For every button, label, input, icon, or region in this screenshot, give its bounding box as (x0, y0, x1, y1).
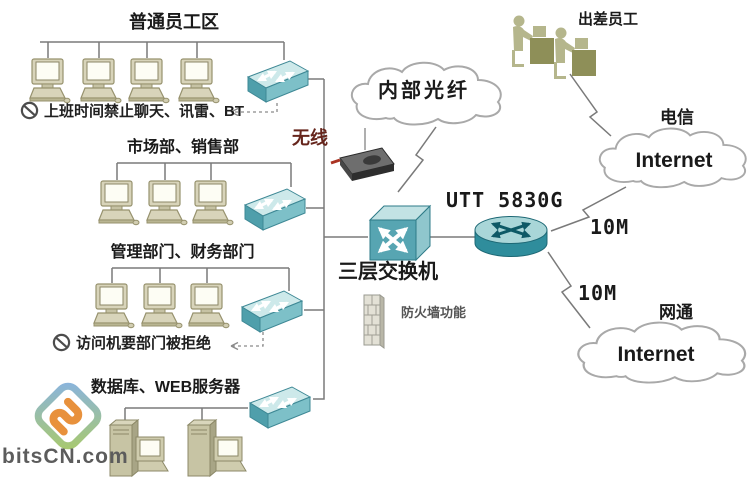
lightning-link (569, 73, 612, 137)
computer-icon (98, 180, 140, 226)
computer-icon (178, 58, 220, 104)
l3-switch-icon (368, 204, 432, 262)
group-title-ordinary-staff: 普通员工区 (129, 12, 219, 32)
telecom-bandwidth-label: 10M (590, 215, 630, 239)
bus-line (40, 41, 285, 60)
group-title-mgmt-finance: 管理部门、财务部门 (110, 244, 255, 261)
lan-wiring (40, 41, 475, 420)
computer-icon (128, 58, 170, 104)
computer-icon (192, 180, 234, 226)
router-icon (474, 216, 548, 257)
bus-line (116, 162, 292, 187)
lightning-link (550, 186, 627, 232)
switch-icon (250, 387, 310, 428)
router-model-label: UTT 5830G (446, 188, 564, 212)
netcom-carrier-label: 网通 (659, 303, 693, 322)
server-icon (187, 419, 247, 477)
switch-icon (245, 189, 305, 230)
fiber-cloud-label: 内部光纤 (378, 80, 470, 102)
computer-icon (80, 58, 122, 104)
bus-line (124, 407, 248, 420)
policy-note-access-denied: 访问机要部门被拒绝 (52, 332, 211, 353)
bus-line (111, 267, 290, 291)
policy-note-text: 访问机要部门被拒绝 (76, 335, 212, 352)
group-title-servers: 数据库、WEB服务器 (90, 379, 241, 396)
computer-icon (29, 58, 71, 104)
switch-icon (248, 61, 308, 102)
dashed-policy-arrow (231, 332, 264, 347)
wireless-label: 无线 (292, 128, 328, 148)
lightning-link (547, 251, 591, 329)
remote-staff-label: 出差员工 (578, 11, 639, 28)
telecom-internet-label: Internet (635, 149, 713, 172)
computer-icon (146, 180, 188, 226)
telecom-carrier-label: 电信 (660, 108, 694, 127)
policy-arrows (230, 103, 278, 351)
wireless-ap-icon (330, 147, 395, 181)
person-icon (512, 15, 554, 67)
lightning-link (397, 126, 437, 193)
person-icon (554, 27, 596, 79)
netcom-bandwidth-label: 10M (578, 281, 618, 305)
computer-icon (141, 283, 183, 329)
computer-icon (188, 283, 230, 329)
firewall-label: 防火墙功能 (401, 305, 467, 320)
firewall-icon (363, 294, 385, 349)
group-title-market-sales: 市场部、销售部 (126, 139, 239, 156)
bitscn-logo-icon (34, 382, 102, 450)
policy-note-text: 上班时间禁止聊天、讯雷、BT (44, 103, 244, 120)
wan-links (397, 73, 627, 329)
policy-note-chat-ban: 上班时间禁止聊天、讯雷、BT (20, 100, 244, 121)
computer-icon (93, 283, 135, 329)
switch-icon (242, 291, 302, 332)
arrowhead (230, 341, 239, 351)
trunk-line (313, 79, 325, 400)
dashed-policy-arrow (231, 103, 278, 113)
watermark-text: bitsCN.com (2, 445, 129, 468)
prohibition-icon (52, 333, 71, 352)
prohibition-icon (20, 101, 39, 120)
l3-switch-label: 三层交换机 (338, 261, 438, 283)
netcom-internet-label: Internet (617, 343, 695, 366)
arrowhead (230, 107, 239, 117)
